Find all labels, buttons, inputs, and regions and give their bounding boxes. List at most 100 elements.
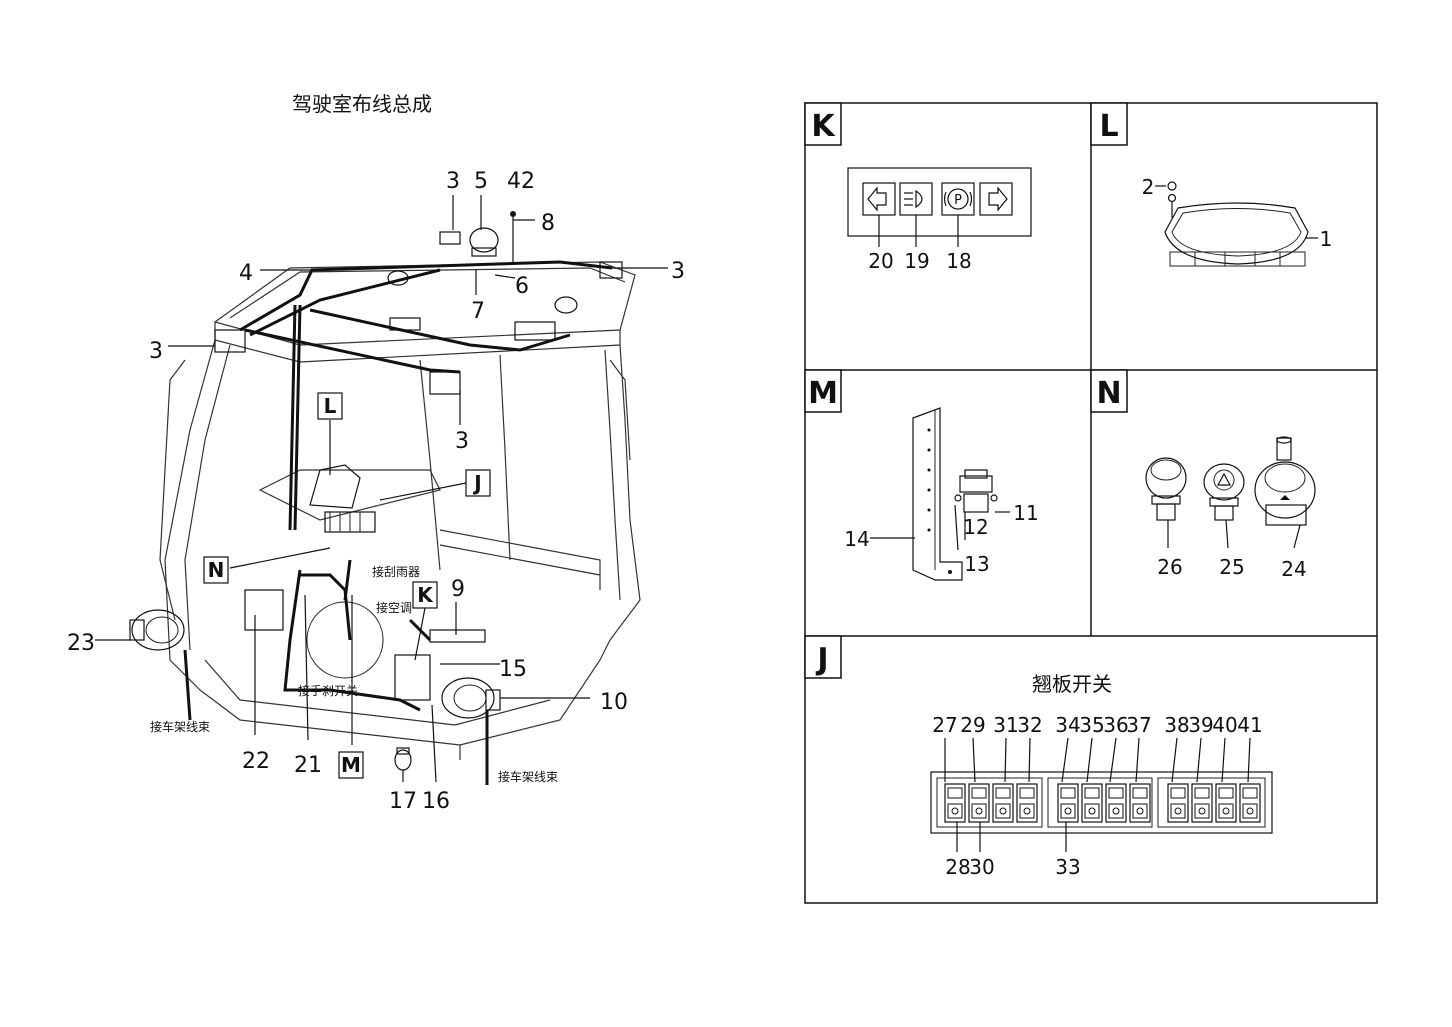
rocker-switch-upper — [1194, 787, 1210, 799]
switch-right-arrow-icon — [979, 182, 1013, 216]
callout-6: 6 — [515, 274, 529, 299]
rocker-switch — [1105, 783, 1127, 823]
callout-3-center: 3 — [455, 429, 469, 454]
rocker-symbol-icon — [1246, 807, 1254, 815]
panel-J-title: 翘板开关 — [1032, 672, 1112, 696]
callout-23: 23 — [67, 631, 95, 656]
annotation-handbrake: 接手刹开关 — [298, 683, 358, 698]
rocker-switch — [968, 783, 990, 823]
rocker-symbol-icon — [1064, 807, 1072, 815]
rocker-switch-lower — [1084, 803, 1100, 819]
svg-text:P: P — [954, 193, 962, 208]
svg-text:N: N — [208, 558, 225, 582]
callout-38: 38 — [1164, 713, 1189, 737]
callout-32: 32 — [1017, 713, 1042, 737]
callout-27: 27 — [932, 713, 957, 737]
rocker-switch-upper — [1060, 787, 1076, 799]
rocker-switch — [992, 783, 1014, 823]
rocker-switch-lower — [971, 803, 987, 819]
callout-9: 9 — [451, 577, 465, 602]
annotation-frame-harness-left: 接车架线束 — [150, 719, 210, 734]
rocker-symbol-icon — [1198, 807, 1206, 815]
callout-29: 29 — [960, 713, 985, 737]
rocker-symbol-icon — [1112, 807, 1120, 815]
panel-M: M 11 12 13 14 — [804, 369, 1039, 581]
callout-28: 28 — [945, 855, 970, 879]
panel-J-label: J — [815, 642, 828, 677]
callout-17: 17 — [389, 789, 417, 814]
callout-16: 16 — [422, 789, 450, 814]
panel-N: N 26 25 24 — [1090, 369, 1316, 581]
rocker-symbol-icon — [1222, 807, 1230, 815]
callout-11: 11 — [1013, 501, 1038, 525]
annotation-wiper: 接刮雨器 — [372, 564, 420, 579]
rocker-switch-upper — [1218, 787, 1234, 799]
tag-J: J — [465, 469, 491, 497]
callout-4: 4 — [239, 261, 253, 286]
rocker-symbol-icon — [999, 807, 1007, 815]
callout-19: 19 — [904, 249, 929, 273]
rocker-switch — [1016, 783, 1038, 823]
rocker-switch — [1191, 783, 1213, 823]
callout-15: 15 — [499, 657, 527, 682]
rocker-switch-lower — [1132, 803, 1148, 819]
rocker-switch-lower — [1218, 803, 1234, 819]
callout-36: 36 — [1103, 713, 1128, 737]
callout-31: 31 — [993, 713, 1018, 737]
callout-10: 10 — [600, 690, 628, 715]
annotation-frame-harness-right: 接车架线束 — [498, 769, 558, 784]
callout-24: 24 — [1281, 557, 1306, 581]
rocker-switch-upper — [1108, 787, 1124, 799]
panel-K-label: K — [811, 109, 836, 144]
rocker-symbol-icon — [975, 807, 983, 815]
rocker-switch — [944, 783, 966, 823]
rocker-switch — [1129, 783, 1151, 823]
callout-26: 26 — [1157, 555, 1182, 579]
rocker-switch — [1167, 783, 1189, 823]
rocker-symbol-icon — [1088, 807, 1096, 815]
rocker-switch-upper — [1084, 787, 1100, 799]
callout-18: 18 — [946, 249, 971, 273]
callout-12: 12 — [963, 515, 988, 539]
rocker-switch-lower — [1170, 803, 1186, 819]
svg-text:K: K — [417, 583, 434, 607]
rocker-switch — [1081, 783, 1103, 823]
svg-text:J: J — [472, 471, 481, 495]
rocker-switch — [1239, 783, 1261, 823]
callout-7: 7 — [471, 299, 485, 324]
rocker-switch-upper — [995, 787, 1011, 799]
tag-K: K — [412, 581, 438, 609]
callout-8: 8 — [541, 211, 555, 236]
rocker-symbol-icon — [1136, 807, 1144, 815]
callout-1: 1 — [1320, 227, 1333, 251]
rocker-symbol-icon — [1023, 807, 1031, 815]
callout-30: 30 — [969, 855, 994, 879]
callout-34: 34 — [1055, 713, 1080, 737]
rocker-switch — [1215, 783, 1237, 823]
tag-M: M — [338, 751, 364, 779]
rocker-switch-lower — [1108, 803, 1124, 819]
rocker-switch-lower — [1019, 803, 1035, 819]
panel-K: K P 20 19 18 — [804, 102, 1032, 273]
rocker-switch-lower — [947, 803, 963, 819]
rocker-switch-upper — [1019, 787, 1035, 799]
callout-14: 14 — [844, 527, 869, 551]
panel-L-label: L — [1099, 109, 1118, 144]
ignition-switch-icon — [1254, 436, 1316, 526]
svg-text:L: L — [324, 394, 337, 418]
callout-5: 5 — [474, 169, 488, 194]
rocker-symbol-icon — [1174, 807, 1182, 815]
rocker-switch-lower — [1194, 803, 1210, 819]
callout-3-left: 3 — [149, 339, 163, 364]
detail-panels-grid — [804, 102, 1378, 904]
main-title: 驾驶室布线总成 — [292, 92, 432, 116]
rocker-switch-upper — [971, 787, 987, 799]
callout-25: 25 — [1219, 555, 1244, 579]
callout-22: 22 — [242, 749, 270, 774]
callout-21: 21 — [294, 753, 322, 778]
panel-L: L 2 1 — [1090, 102, 1333, 267]
tag-N: N — [203, 556, 229, 584]
rocker-switch — [1057, 783, 1079, 823]
callout-37: 37 — [1126, 713, 1151, 737]
